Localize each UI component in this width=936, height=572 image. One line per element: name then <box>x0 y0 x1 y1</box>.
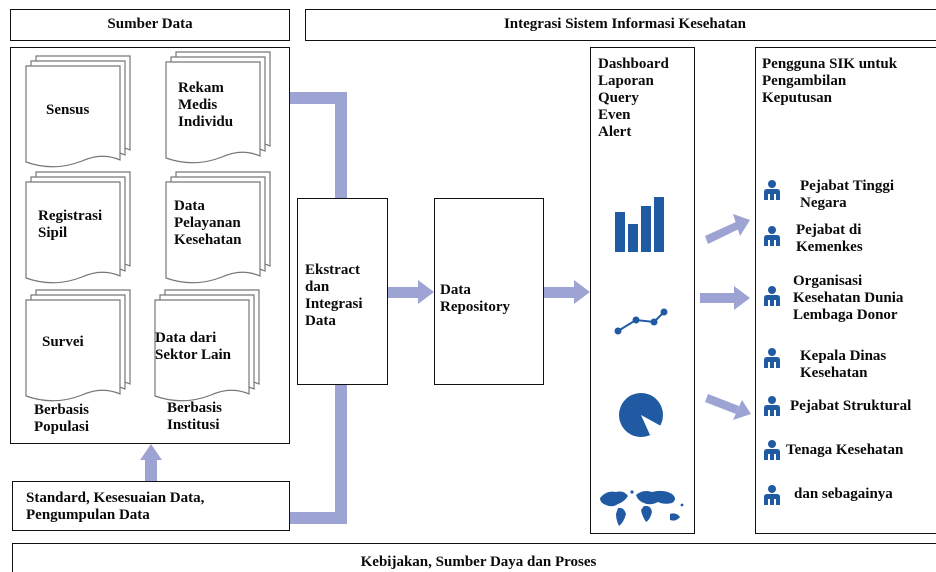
arrow-dashboard-users-lower <box>705 394 751 420</box>
label-registrasi: Registrasi Sipil <box>38 208 103 241</box>
sumber-data-header: Sumber Data <box>107 16 193 32</box>
user-item: Organisasi Kesehatan Dunia Lembaga Donor <box>793 273 904 323</box>
repository-box <box>434 198 544 385</box>
label-rekam-medis: Rekam Medis Individu <box>178 80 234 130</box>
person-icon <box>764 440 780 460</box>
kebijakan-label: Kebijakan, Sumber Daya dan Proses <box>360 554 597 570</box>
label-berbasis-institusi: Berbasis Institusi <box>167 400 223 433</box>
person-icon <box>764 180 780 200</box>
arrow-dashboard-users-middle <box>700 286 750 310</box>
repository-label: Data Repository <box>440 282 510 315</box>
user-item: Kepala Dinas Kesehatan <box>800 348 887 381</box>
label-sensus: Sensus <box>46 102 90 118</box>
person-icon <box>764 226 780 246</box>
user-item: dan sebagainya <box>794 486 893 502</box>
kebijakan-box <box>12 543 936 572</box>
person-icon <box>764 348 780 368</box>
connector-sources-extract <box>290 92 347 198</box>
integrasi-header: Integrasi Sistem Informasi Kesehatan <box>503 16 747 32</box>
standard-box <box>12 481 290 531</box>
arrow-up-standard <box>140 444 162 481</box>
person-icon <box>764 396 780 416</box>
standard-label: Standard, Kesesuaian Data, Pengumpulan D… <box>26 490 205 523</box>
pie-chart-icon <box>619 393 663 437</box>
arrow-extract-repository <box>388 280 434 304</box>
label-survei: Survei <box>42 334 84 350</box>
arrow-dashboard-users-upper <box>705 214 750 244</box>
world-map-icon <box>600 490 684 526</box>
label-sektor-lain: Data dari Sektor Lain <box>155 330 231 363</box>
bar-chart-icon <box>615 197 664 252</box>
label-data-pelayanan: Data Pelayanan Kesehatan <box>174 198 242 248</box>
extract-box <box>297 198 388 385</box>
user-item: Pejabat Tinggi Negara <box>800 178 895 211</box>
sumber-data-header-box <box>10 9 290 41</box>
extract-label: Ekstract dan Integrasi Data <box>305 262 363 329</box>
users-box <box>755 47 936 534</box>
user-item: Pejabat di Kemenkes <box>796 222 863 255</box>
line-chart-icon <box>614 308 668 335</box>
dashboard-label: Dashboard Laporan Query Even Alert <box>598 56 669 140</box>
dashboard-box <box>590 47 695 534</box>
integrasi-header-box <box>305 9 936 41</box>
user-item: Pejabat Struktural <box>790 398 912 414</box>
connector-standard-extract <box>290 385 347 524</box>
users-title: Pengguna SIK untuk Pengambilan Keputusan <box>762 56 898 106</box>
label-berbasis-populasi: Berbasis Populasi <box>34 402 90 435</box>
user-item: Tenaga Kesehatan <box>786 442 904 458</box>
person-icon <box>764 485 780 505</box>
arrow-repository-dashboard <box>544 280 590 304</box>
person-icon <box>764 286 780 306</box>
